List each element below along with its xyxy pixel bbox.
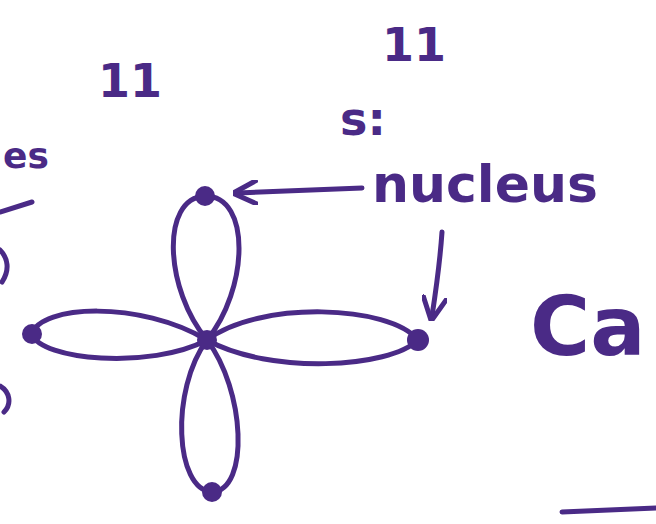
leader-arrow — [238, 188, 362, 193]
note-label: 11 — [98, 58, 162, 104]
note-label: s: — [340, 96, 386, 142]
leader-arrow — [432, 232, 442, 316]
nucleus-dot — [202, 482, 222, 502]
orbital-lobe — [207, 312, 418, 364]
edge-stroke — [562, 508, 656, 512]
edge-stroke — [0, 386, 9, 412]
orbital-lobe — [32, 311, 207, 358]
orbital-lobe — [173, 196, 239, 340]
nucleus-dot — [407, 329, 429, 351]
note-label: 11 — [382, 22, 446, 68]
edge-stroke — [0, 250, 7, 282]
note-label: es — [3, 138, 49, 174]
annotation-label: nucleus — [372, 158, 598, 210]
note-label: Ca — [530, 286, 646, 368]
orbital-lobe — [182, 340, 238, 492]
nucleus-dot — [22, 324, 42, 344]
nucleus-dot — [195, 186, 215, 206]
nucleus-dot — [197, 330, 217, 350]
edge-stroke — [0, 202, 32, 212]
